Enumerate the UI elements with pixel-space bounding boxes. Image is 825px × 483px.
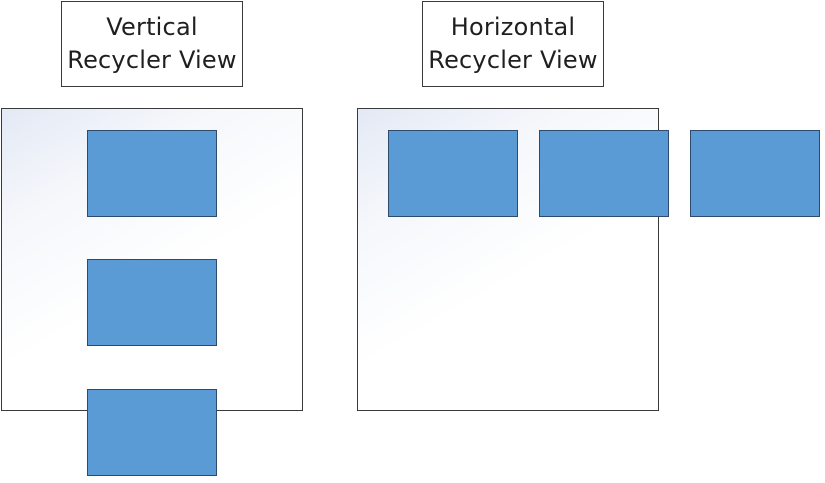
vertical-list-item [87, 130, 217, 217]
vertical-recycler-view-title: Vertical Recycler View [61, 1, 243, 87]
horizontal-title-line-2: Recycler View [428, 46, 598, 74]
horizontal-title-line-1: Horizontal [450, 13, 576, 41]
vertical-list-item-overflow [87, 389, 217, 476]
horizontal-list-item-overflow [690, 130, 820, 217]
horizontal-list-item [388, 130, 518, 217]
horizontal-recycler-view-title: Horizontal Recycler View [422, 1, 604, 87]
vertical-title-line-2: Recycler View [67, 46, 237, 74]
vertical-title-line-1: Vertical [106, 13, 198, 41]
vertical-list-item [87, 259, 217, 346]
horizontal-list-item [539, 130, 669, 217]
